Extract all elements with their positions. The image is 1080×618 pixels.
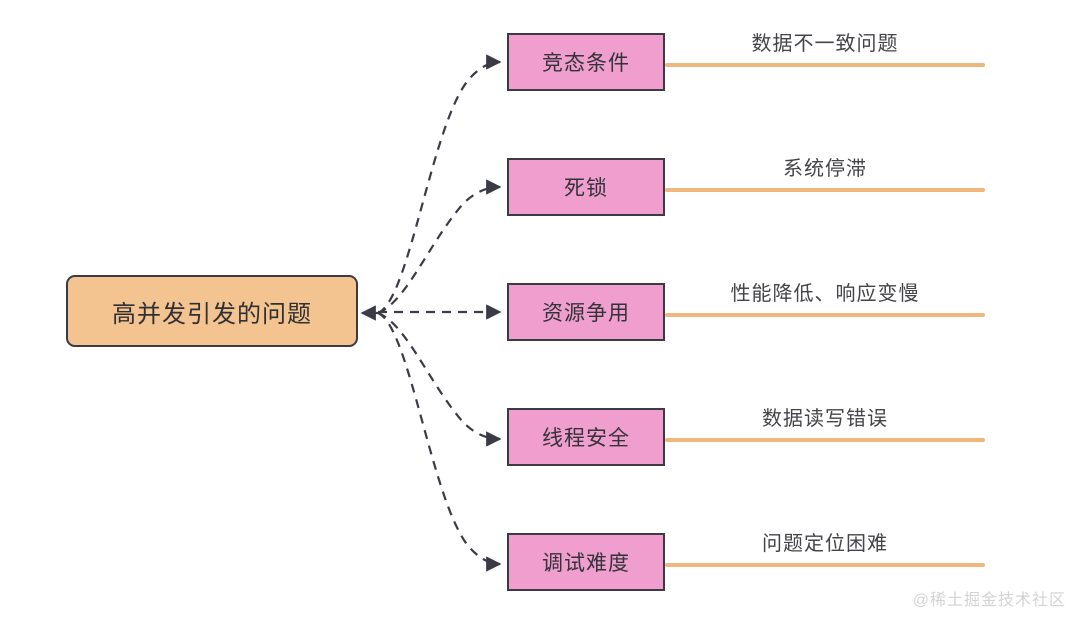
branch-node-debug-difficulty[interactable]: 调试难度 xyxy=(507,533,665,591)
outcome-line-race-condition xyxy=(665,63,985,67)
root-node[interactable]: 高并发引发的问题 xyxy=(66,275,358,347)
connector-to-thread-safety xyxy=(377,311,502,447)
outcome-line-resource-contention xyxy=(665,313,985,317)
outcome-label-thread-safety: 数据读写错误 xyxy=(762,408,888,430)
outcome-line-thread-safety xyxy=(665,438,985,442)
root-node-label: 高并发引发的问题 xyxy=(112,300,312,328)
outcome-line-debug-difficulty xyxy=(665,563,985,567)
branch-node-thread-safety[interactable]: 线程安全 xyxy=(507,408,665,466)
outcome-label-deadlock: 系统停滞 xyxy=(783,158,867,180)
outcome-line-deadlock xyxy=(665,188,985,192)
branch-node-label: 资源争用 xyxy=(542,302,630,325)
branch-node-label: 死锁 xyxy=(564,177,608,200)
connector-to-deadlock xyxy=(377,179,502,315)
branch-node-label: 竞态条件 xyxy=(542,52,630,75)
connector-to-race-condition xyxy=(377,54,502,315)
branch-node-label: 调试难度 xyxy=(542,552,630,575)
outcome-label-resource-contention: 性能降低、响应变慢 xyxy=(730,283,920,305)
branch-node-race-condition[interactable]: 竞态条件 xyxy=(507,33,665,91)
watermark: @稀土掘金技术社区 xyxy=(912,592,1066,609)
outcome-label-race-condition: 数据不一致问题 xyxy=(751,33,899,55)
outcome-label-debug-difficulty: 问题定位困难 xyxy=(762,533,888,555)
branch-node-label: 线程安全 xyxy=(542,427,630,450)
connector-to-debug-difficulty xyxy=(377,311,502,572)
branch-node-resource-contention[interactable]: 资源争用 xyxy=(507,283,665,341)
branch-node-deadlock[interactable]: 死锁 xyxy=(507,158,665,216)
